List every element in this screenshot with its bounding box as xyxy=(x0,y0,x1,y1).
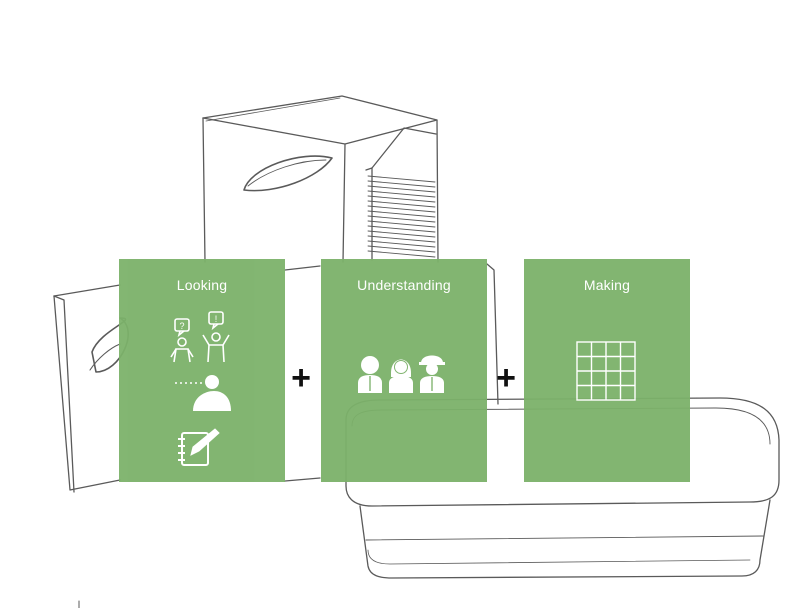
question-person-icon: ? xyxy=(170,318,194,363)
plus-operator: + xyxy=(291,359,311,397)
svg-text:?: ? xyxy=(179,321,184,331)
looking-icons: ? ! xyxy=(170,311,231,466)
panel-title: Looking xyxy=(176,277,228,293)
panel-looking: Looking ? ! xyxy=(119,259,285,482)
svg-text:!: ! xyxy=(215,314,218,324)
panel-making: Making xyxy=(524,259,690,482)
grid-icon xyxy=(576,341,636,401)
idea-person-icon: ! xyxy=(202,311,230,363)
people-group-icon xyxy=(358,355,445,393)
panel-title: Understanding xyxy=(357,277,451,293)
panel-title: Making xyxy=(583,277,631,293)
plus-operator: + xyxy=(496,359,516,397)
panel-understanding: Understanding xyxy=(321,259,487,482)
notebook-icon xyxy=(178,428,220,466)
observer-icon xyxy=(175,375,231,411)
